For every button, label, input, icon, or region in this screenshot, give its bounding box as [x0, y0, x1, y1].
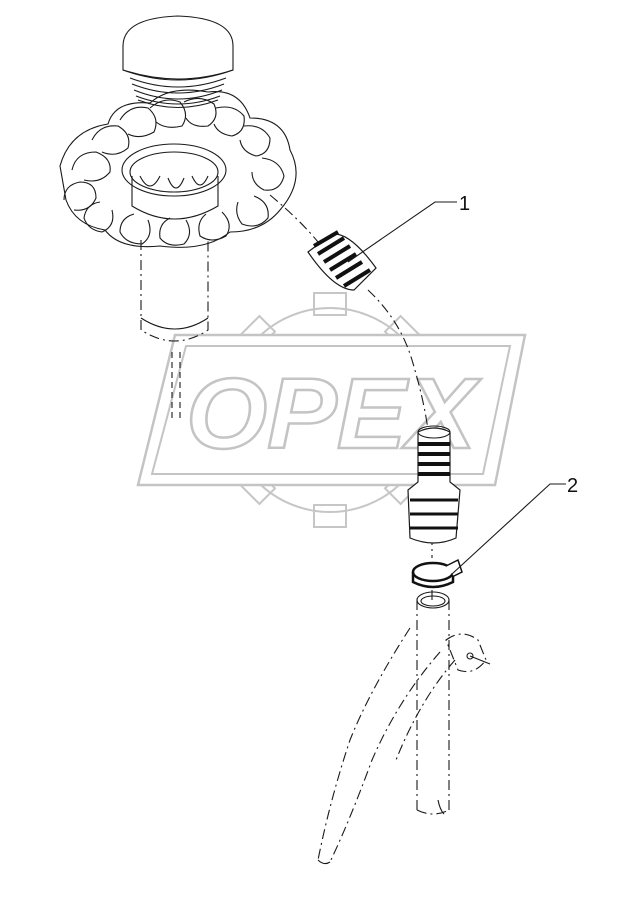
coulter-tine-part — [317, 591, 491, 865]
callout-2-label: 2 — [567, 475, 578, 497]
hose-segment-part — [407, 425, 461, 544]
down-tube-part — [140, 240, 209, 420]
callout-1: 1 — [347, 193, 470, 263]
callout-2: 2 — [451, 475, 578, 575]
watermark-badge-inner — [150, 345, 512, 475]
coupling-sleeve-part — [307, 230, 377, 291]
opex-watermark-logo: OPEX — [136, 292, 527, 528]
distributor-head-part — [59, 89, 297, 248]
hose-clamp-part — [411, 558, 463, 589]
hose-routing-line — [269, 194, 429, 431]
callout-1-label: 1 — [459, 193, 470, 215]
cap-part — [122, 15, 234, 109]
